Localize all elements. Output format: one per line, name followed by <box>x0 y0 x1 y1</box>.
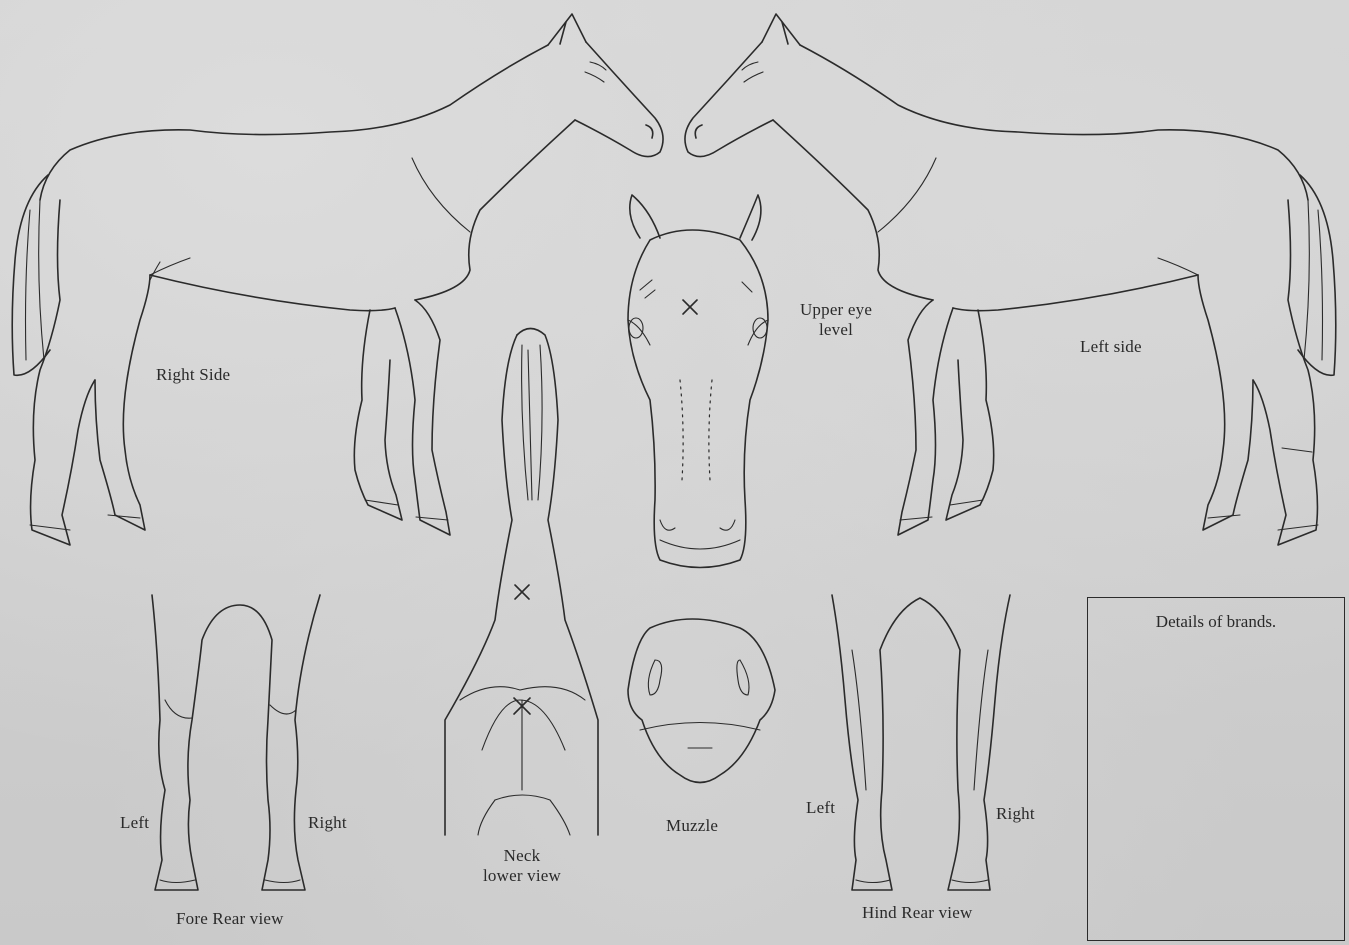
hind-left-label: Left <box>806 798 835 818</box>
left-side-label: Left side <box>1080 337 1142 357</box>
fore-rear-view-outline <box>152 595 320 890</box>
front-head-outline <box>628 195 768 568</box>
neck-label-line1: Neck <box>462 846 582 866</box>
neck-lower-view-outline <box>445 329 598 836</box>
hind-rear-view-outline <box>832 595 1010 890</box>
brand-details-title: Details of brands. <box>1088 612 1344 632</box>
brand-details-box: Details of brands. <box>1087 597 1345 941</box>
fore-right-label: Right <box>308 813 347 833</box>
muzzle-label: Muzzle <box>666 816 718 836</box>
upper-eye-level-line2: level <box>788 320 884 340</box>
fore-left-label: Left <box>120 813 149 833</box>
neck-lower-view-label: Neck lower view <box>462 846 582 886</box>
muzzle-outline <box>628 619 775 783</box>
upper-eye-level-label: Upper eye level <box>788 300 884 340</box>
right-side-horse-outline <box>12 14 663 545</box>
fore-rear-view-label: Fore Rear view <box>176 909 284 929</box>
hind-rear-view-label: Hind Rear view <box>862 903 972 923</box>
right-side-label: Right Side <box>156 365 230 385</box>
hind-right-label: Right <box>996 804 1035 824</box>
upper-eye-level-line1: Upper eye <box>788 300 884 320</box>
neck-label-line2: lower view <box>462 866 582 886</box>
left-side-horse-outline <box>685 14 1336 545</box>
